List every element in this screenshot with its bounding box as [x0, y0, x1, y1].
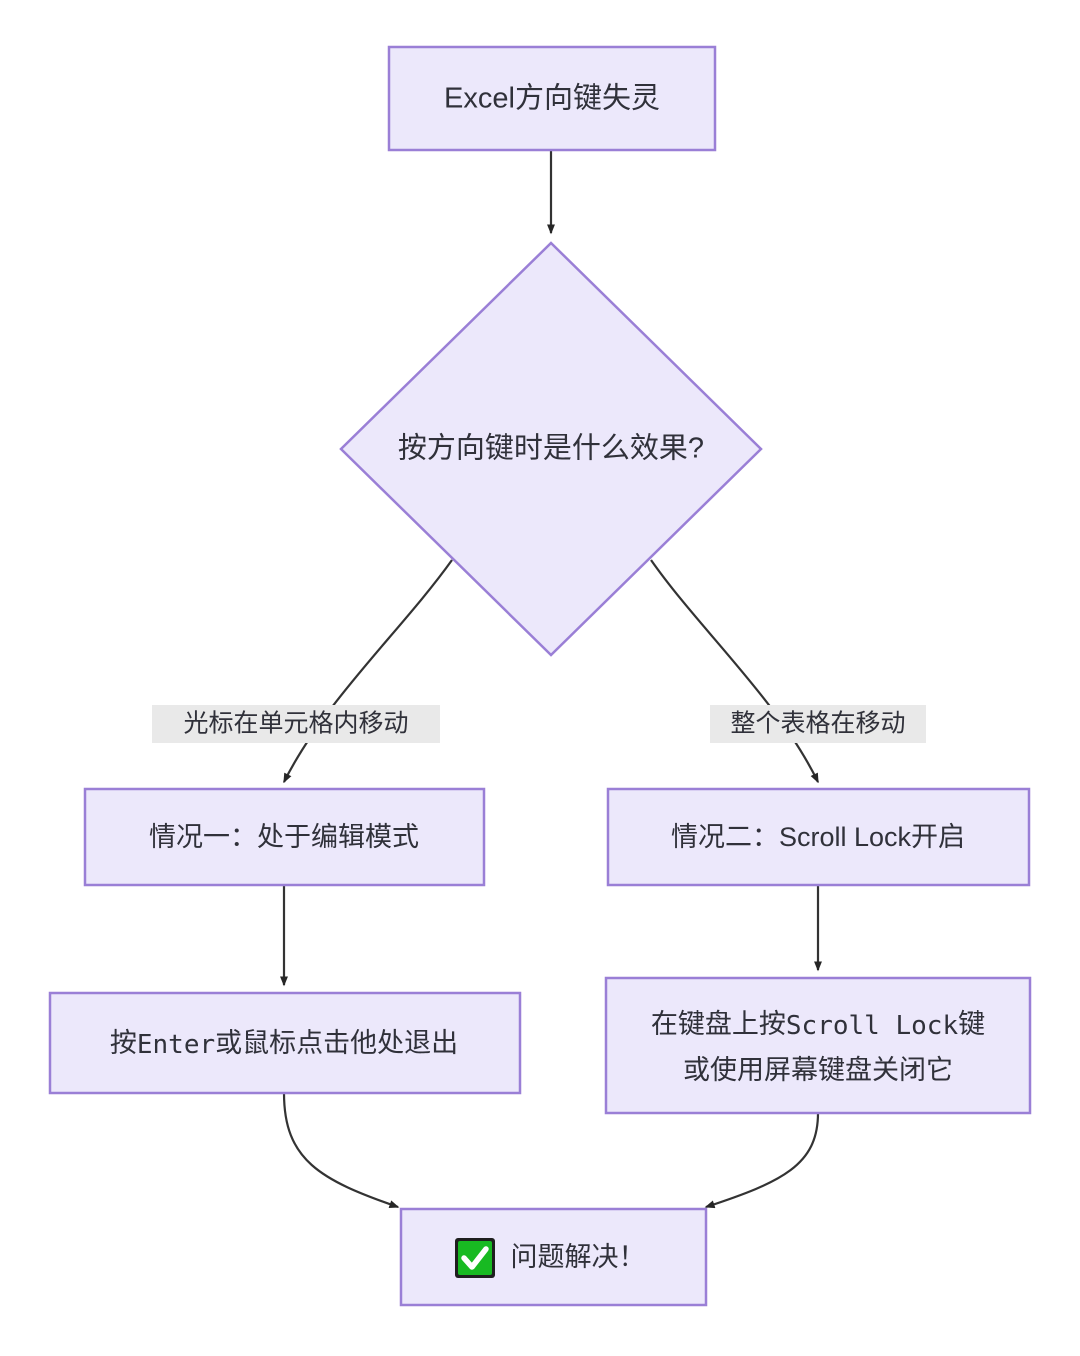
edge-decision-to-case1	[283, 559, 453, 784]
node-case1-label: 情况一：处于编辑模式	[149, 822, 419, 852]
node-fix2[interactable]: 在键盘上按Scroll Lock键 或使用屏幕键盘关闭它	[604, 976, 1032, 1115]
node-case2[interactable]: 情况二：Scroll Lock开启	[606, 787, 1031, 887]
edge-label-cursor-moves-in-cell: 光标在单元格内移动	[152, 705, 440, 743]
edge-fix2-to-done	[704, 1112, 820, 1209]
node-fix1-suffix: 或鼠标点击他处退出	[215, 1028, 458, 1058]
node-case1[interactable]: 情况一：处于编辑模式	[83, 787, 486, 887]
node-start-label: Excel方向键失灵	[444, 82, 660, 115]
node-fix2-line1-suffix: 键	[958, 1009, 985, 1039]
edge-label-whole-sheet-moves: 整个表格在移动	[710, 705, 926, 743]
white-check-mark-icon	[455, 1238, 495, 1278]
node-fix1-label: 按Enter或鼠标点击他处退出	[110, 1028, 458, 1059]
edge-fix1-to-done	[282, 1092, 400, 1209]
node-fix1[interactable]: 按Enter或鼠标点击他处退出	[48, 991, 522, 1095]
node-fix2-line1-prefix: 在键盘上按	[651, 1009, 786, 1039]
edge-decision-to-case2	[650, 559, 819, 784]
edge-label-right-text: 整个表格在移动	[730, 710, 905, 738]
node-fix2-line1: 在键盘上按Scroll Lock键	[651, 1009, 985, 1040]
node-done-label: 问题解决！	[511, 1242, 646, 1272]
node-decision-label: 按方向键时是什么效果?	[398, 432, 704, 465]
node-decision[interactable]: 按方向键时是什么效果?	[339, 241, 763, 657]
node-start[interactable]: Excel方向键失灵	[387, 45, 717, 152]
node-fix2-line2: 或使用屏幕键盘关闭它	[683, 1055, 953, 1085]
node-fix1-prefix: 按	[110, 1028, 137, 1058]
node-done[interactable]: 问题解决！	[399, 1207, 708, 1307]
node-fix1-code: Enter	[137, 1030, 215, 1060]
edge-label-left-text: 光标在单元格内移动	[183, 710, 408, 738]
node-case2-label: 情况二：Scroll Lock开启	[671, 822, 965, 852]
node-fix2-line1-code: Scroll Lock	[786, 1011, 959, 1041]
